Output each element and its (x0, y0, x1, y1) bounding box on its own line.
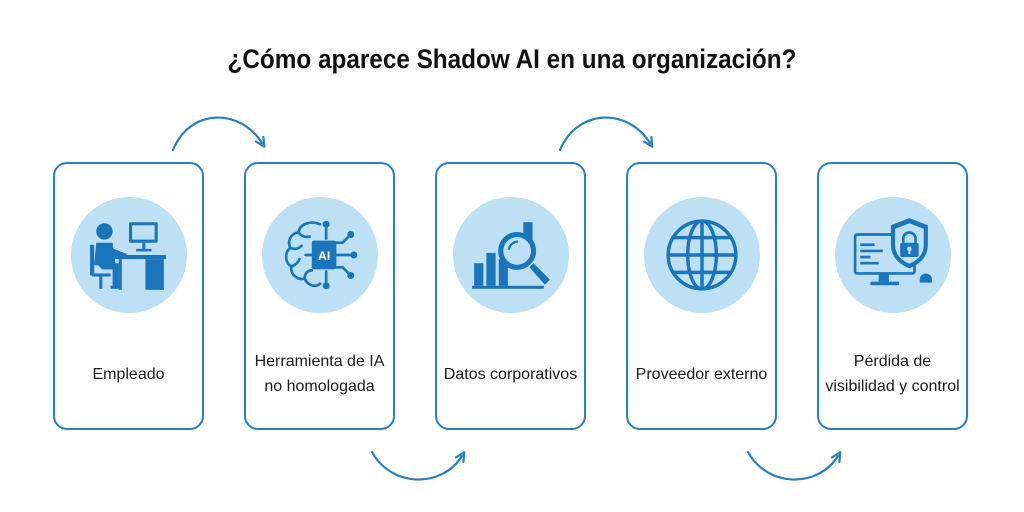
step-label: Pérdida de visibilidad y control (825, 353, 960, 395)
arrow-4-to-5 (746, 450, 842, 481)
icon-circle: AI (262, 197, 378, 313)
ai-brain-icon: AI (284, 220, 358, 290)
arrow-2-to-3 (370, 450, 466, 481)
monitor-shield-lock-icon (853, 218, 932, 286)
globe-icon (666, 219, 738, 291)
ai-chip-text: AI (318, 249, 330, 263)
data-chart-search-icon (472, 222, 550, 289)
step-card-corporate-data: Datos corporativos (435, 162, 586, 430)
employee-computer-icon (90, 222, 166, 290)
step-label: Herramienta de IA no homologada (254, 353, 385, 395)
arrow-1-to-2 (171, 116, 266, 152)
icon-circle (71, 197, 187, 313)
step-label: Empleado (92, 365, 165, 383)
step-label: Proveedor externo (635, 365, 768, 383)
step-card-loss-of-control: Pérdida de visibilidad y control (817, 162, 968, 430)
step-label: Datos corporativos (443, 365, 578, 383)
page-title: ¿Cómo aparece Shadow AI en una organizac… (227, 44, 797, 74)
step-card-employee: Empleado (53, 162, 204, 430)
icon-circle (453, 197, 569, 313)
step-card-external-provider: Proveedor externo (626, 162, 777, 430)
icon-circle (835, 197, 951, 313)
icon-circle (644, 197, 760, 313)
arrow-3-to-4 (558, 116, 654, 152)
step-card-ai-tool: AI Herramienta de IA no homologada (244, 162, 395, 430)
